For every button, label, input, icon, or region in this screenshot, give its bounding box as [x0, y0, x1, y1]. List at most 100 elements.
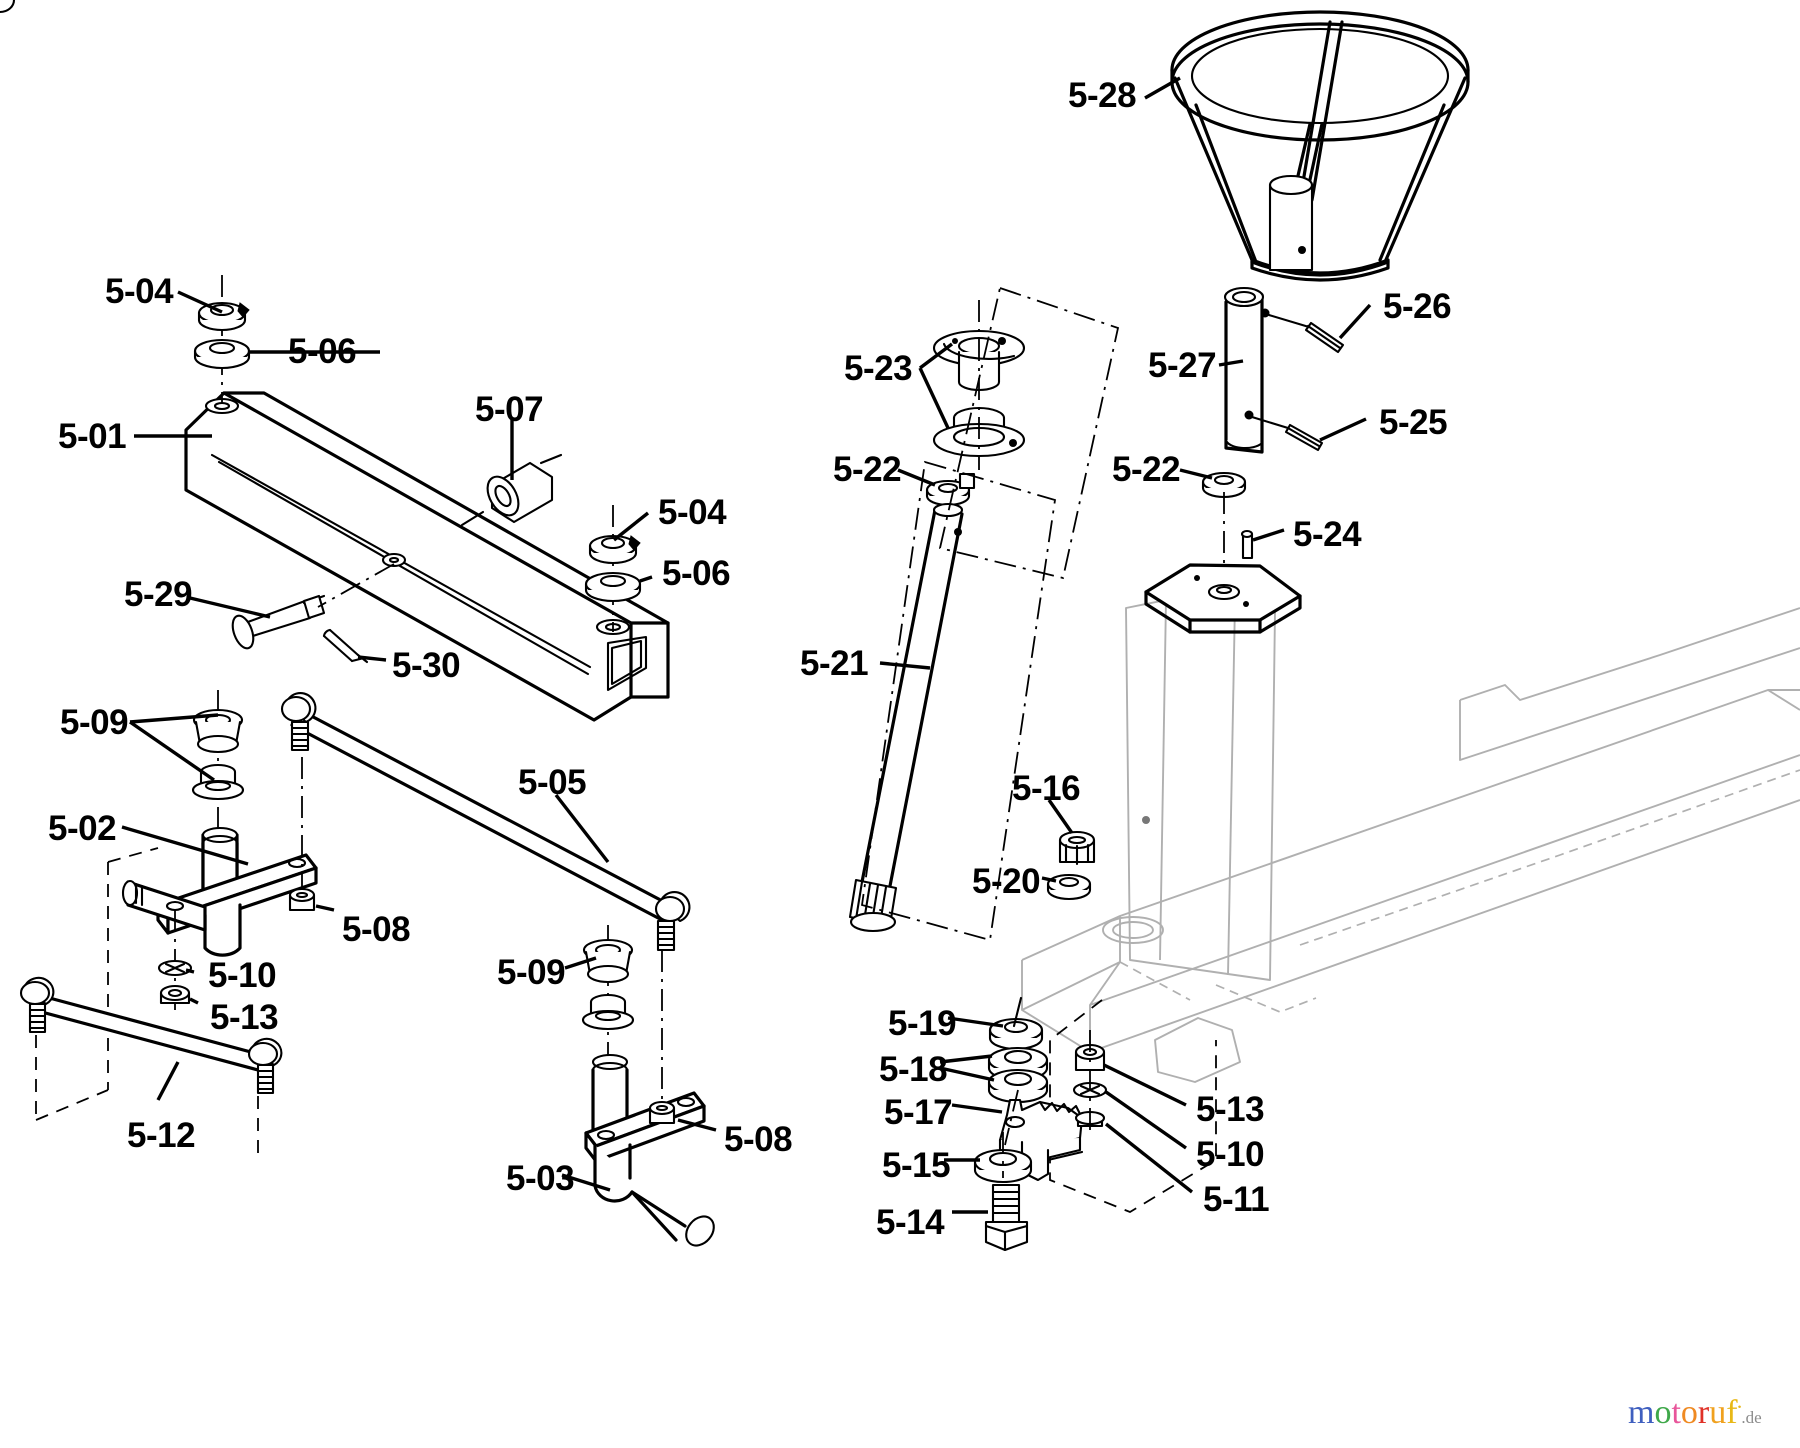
callout-5-23: 5-23: [844, 349, 913, 388]
watermark-letter-r: r: [1697, 1394, 1710, 1431]
callout-5-07: 5-07: [475, 390, 544, 429]
watermark-letter-f: f: [1726, 1394, 1738, 1431]
leader-5-17: [951, 1103, 1003, 1114]
callout-5-16: 5-16: [1012, 769, 1081, 808]
watermark-suffix: .de: [1741, 1408, 1762, 1427]
leader-5-09-b: [564, 956, 597, 970]
callout-5-03: 5-03: [506, 1159, 575, 1198]
callout-5-11: 5-11: [1203, 1180, 1270, 1219]
callout-5-05: 5-05: [518, 763, 587, 802]
callout-5-04-a: 5-04: [105, 272, 174, 311]
axle-beam-group: [184, 391, 670, 722]
watermark-letter-u: u: [1709, 1394, 1727, 1431]
callout-5-06-a: 5-06: [288, 332, 357, 371]
leader-5-19: [947, 1016, 1004, 1028]
callout-5-09-b: 5-09: [497, 953, 566, 992]
leader-5-21: [879, 661, 931, 670]
pivot-bolt-5-14: [984, 1183, 1029, 1252]
watermark-letter-t: t: [1671, 1394, 1681, 1431]
callout-5-06-b: 5-06: [662, 554, 731, 593]
flat-washer-5-15: [973, 1132, 1033, 1184]
watermark-dot: •: [1737, 1401, 1742, 1414]
nut-stack-left: [157, 910, 193, 1010]
callout-5-29: 5-29: [124, 575, 193, 614]
leader-5-08-b: [677, 1118, 717, 1132]
leader-5-16: [1047, 799, 1074, 834]
leader-5-22-b: [1179, 468, 1213, 480]
leader-5-25: [1319, 417, 1367, 442]
callout-5-24: 5-24: [1293, 515, 1362, 554]
leader-5-23-b: [918, 367, 950, 429]
leader-5-10-b: [1105, 1090, 1187, 1150]
leader-5-09-a: [129, 713, 219, 724]
leader-5-20: [1041, 876, 1057, 883]
callout-5-15: 5-15: [882, 1146, 951, 1185]
steering-column-5-27: [1223, 286, 1270, 454]
watermark-letter-m: m: [1628, 1394, 1655, 1431]
callout-5-13-a: 5-13: [210, 998, 279, 1037]
leader-5-18-a: [939, 1054, 993, 1064]
pivot-pin-5-29: [231, 594, 326, 650]
chassis-frame: [1021, 563, 1800, 1083]
callout-5-13-b: 5-13: [1196, 1090, 1265, 1129]
leader-5-23-a: [918, 342, 954, 370]
roll-pin-5-25: [1284, 423, 1324, 452]
watermark-letter-o2: o: [1680, 1394, 1698, 1431]
leader-5-12: [156, 1061, 180, 1101]
callout-5-22-a: 5-22: [833, 450, 902, 489]
leader-5-27: [1218, 359, 1244, 367]
leader-5-28: [1144, 76, 1181, 100]
leader-5-04-b: [612, 511, 650, 542]
locknut-left: [288, 718, 316, 912]
site-watermark: motoruf•.de: [1628, 1396, 1762, 1430]
callout-5-02: 5-02: [48, 809, 117, 848]
washer-stack-left: [193, 275, 251, 404]
thrust-bearing-5-18: [987, 1046, 1049, 1104]
leader-5-09-a2: [129, 720, 215, 782]
callout-5-17: 5-17: [884, 1093, 953, 1132]
drag-link-5-05: [0, 0, 691, 952]
leader-5-11: [1104, 1122, 1194, 1194]
nut-stack-right: [1072, 1030, 1108, 1135]
flange-bushings-5-23: [932, 300, 1026, 470]
leader-5-02: [121, 825, 249, 866]
callout-5-22-b: 5-22: [1112, 450, 1181, 489]
callout-5-26: 5-26: [1383, 287, 1452, 326]
callout-5-19: 5-19: [888, 1004, 957, 1043]
leader-5-30: [357, 655, 387, 662]
leader-5-03: [561, 1173, 611, 1192]
leader-5-13-b: [1103, 1063, 1187, 1107]
locknut-5-16: [1058, 830, 1096, 866]
leader-5-22-a: [897, 468, 936, 487]
callout-5-21: 5-21: [800, 644, 869, 683]
washer-5-20: [1046, 873, 1092, 901]
callout-5-01: 5-01: [58, 417, 127, 456]
tie-rod-5-12: [19, 976, 283, 1095]
callout-5-14: 5-14: [876, 1203, 945, 1242]
leader-5-04-a: [177, 290, 223, 314]
leader-5-26: [1338, 303, 1372, 340]
watermark-letter-o1: o: [1654, 1394, 1672, 1431]
pin-5-24: [1240, 529, 1254, 560]
locknut-right: [648, 950, 676, 1125]
callout-5-08-a: 5-08: [342, 910, 411, 949]
spindle-left-group: [121, 690, 318, 957]
leader-5-06-b: [639, 575, 653, 583]
callout-5-28: 5-28: [1068, 76, 1137, 115]
leader-5-18-b: [939, 1066, 995, 1082]
callout-5-10-a: 5-10: [208, 956, 277, 995]
callout-5-25: 5-25: [1379, 403, 1448, 442]
callout-5-20: 5-20: [972, 862, 1041, 901]
callout-5-10-b: 5-10: [1196, 1135, 1265, 1174]
leader-5-29: [189, 596, 271, 619]
callout-5-09-a: 5-09: [60, 703, 129, 742]
leader-5-24: [1252, 528, 1285, 542]
bushing-5-07: [460, 453, 563, 527]
leader-5-10-a: [185, 968, 195, 974]
callout-5-30: 5-30: [392, 646, 461, 685]
washer-stack-right: [584, 505, 642, 632]
leader-5-13-a: [189, 997, 199, 1005]
steering-wheel-5-28: [1170, 10, 1470, 282]
